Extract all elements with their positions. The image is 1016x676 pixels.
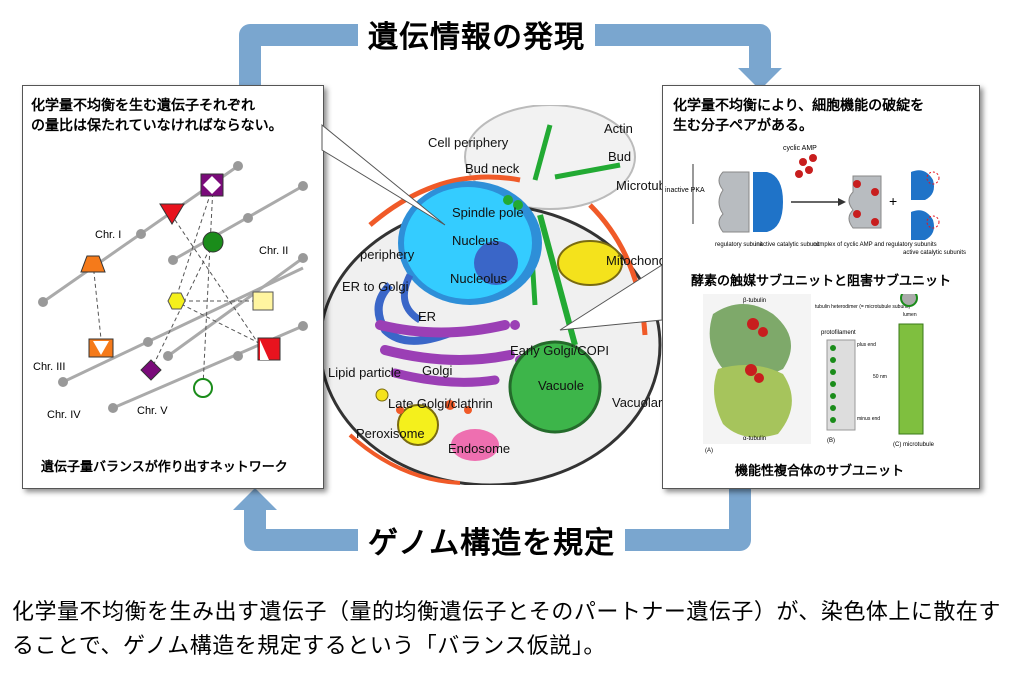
bottom-title: ゲノム構造を規定 [358,518,626,562]
lipid-particle [375,388,389,402]
left-heading-line2: の量比は保たれていなければならない。 [31,118,283,134]
catalytic-subunit [753,172,783,232]
left-heading-line1: 化学量不均衡を生む遺伝子それぞれ [31,98,255,114]
pka-cyclic-amp: cyclic AMP [783,145,817,152]
tub-beta: β-tubulin [743,298,766,304]
pka-catalytic-label: inactive catalytic subunit [755,242,820,248]
vacuole [508,340,602,434]
bottom-arrow-head [233,488,277,510]
gene-diamond-small-purple [140,359,162,381]
tub-a: (A) [705,448,713,454]
tub-c: (C) microtubule [893,442,935,448]
active-catalytic-2 [911,210,934,240]
label-endosome: Endosome [448,441,510,456]
label-golgi: Golgi [422,363,452,378]
label-bud: Bud [608,149,631,164]
label-vacuole: Vacuole [538,378,584,393]
protein-structure-top [709,304,791,377]
gene-trapezoid-orange [80,255,106,273]
label-actin: Actin [604,121,633,136]
chr-label-5: Chr. V [137,405,168,417]
chr-label-2: Chr. II [259,245,288,257]
top-title: 遺伝情報の発現 [358,12,595,56]
label-lipid-particle: Lipid particle [328,365,401,380]
tub-nm: 50 nm [873,374,887,380]
gene-circle-white [193,378,213,398]
right-heading-line1: 化学量不均衡により、細胞機能の破綻を [673,98,925,114]
regulatory-subunit [718,171,750,233]
endosome [451,429,499,461]
right-caption1: 酵素の触媒サブユニットと阻害サブユニット [691,274,952,289]
bud [464,105,636,210]
gene-triangle-red [159,203,185,225]
tub-minus-end: minus end [857,416,880,422]
tub-protofilament: protofilament [821,330,856,336]
right-heading-line2: 生む分子ペアがある。 [673,118,813,134]
label-nucleolus: Nucleolus [450,271,508,286]
label-nucleus: Nucleus [452,233,499,248]
golgi [375,320,510,338]
chr-label-3: Chr. III [33,361,65,373]
label-peroxisome: Peroxisome [356,426,425,441]
left-caption: 遺伝子量バランスが作り出すネットワーク [41,460,288,475]
nucleolus [474,241,518,285]
microtubule [898,323,924,435]
label-er-to-golgi: ER to Golgi [342,279,409,294]
peroxisome [397,404,439,446]
tub-heterodimer: tubulin heterodimer (= microtubule subun… [815,304,911,310]
tub-plus-end: plus end [857,342,876,348]
spindle-pole-body [503,195,513,205]
pka-complex-label: complex of cyclic AMP and regulatory sub… [813,242,937,248]
gene-square-yellow [252,291,274,311]
label-periphery: periphery [360,247,415,262]
tub-b: (B) [827,438,835,444]
pka-active-label: active catalytic subunits [903,250,966,256]
label-spindle-pole: Spindle pole [452,205,524,220]
left-panel: 化学量不均衡を生む遺伝子それぞれ の量比は保たれていなければならない。 [22,85,324,489]
mitochondria [557,240,623,286]
gene-circle-green [202,231,224,253]
chromosome-network: Chr. I Chr. II Chr. III Chr. IV Chr. V [33,161,308,421]
label-early-golgi: Early Golgi/COPI [510,343,609,358]
cell-periphery [368,174,521,227]
svg-text:+: + [889,193,897,209]
label-bud-neck: Bud neck [465,161,520,176]
label-er: ER [418,309,436,324]
pka-regulatory-label: regulatory subunit [715,242,763,248]
yeast-cell-illustration: Cell periphery Actin Bud neck Bud Microt… [318,105,680,485]
gene-hexagon-yellow [167,292,186,310]
right-panel: 化学量不均衡により、細胞機能の破綻を 生む分子ペアがある。 cyclic AMP… [662,85,980,489]
tub-alpha: α-tubulin [743,436,766,442]
right-caption2: 機能性複合体のサブユニット [735,464,905,479]
chr-label-4: Chr. IV [47,409,81,421]
label-mitochondria: Mitochondria [606,253,680,268]
active-catalytic-1 [911,170,934,200]
tub-lumen: lumen [903,312,917,318]
top-arrow-head [738,68,782,90]
tubulin-diagram: β-tubulin α-tubulin (A) tubulin heterodi… [703,294,935,454]
label-late-golgi: Late Golgi/clathrin [388,396,493,411]
bottom-description: 化学量不均衡を生み出す遺伝子（量的均衡遺伝子とそのパートナー遺伝子）が、染色体上… [12,600,1001,659]
chr-label-1: Chr. I [95,229,121,241]
label-cell-periphery: Cell periphery [428,135,509,150]
pka-inactive-label: inactive PKA [665,187,705,194]
protein-structure-bottom [714,365,792,438]
pka-diagram: cyclic AMP inactive PKA + regulatory sub… [665,145,966,256]
